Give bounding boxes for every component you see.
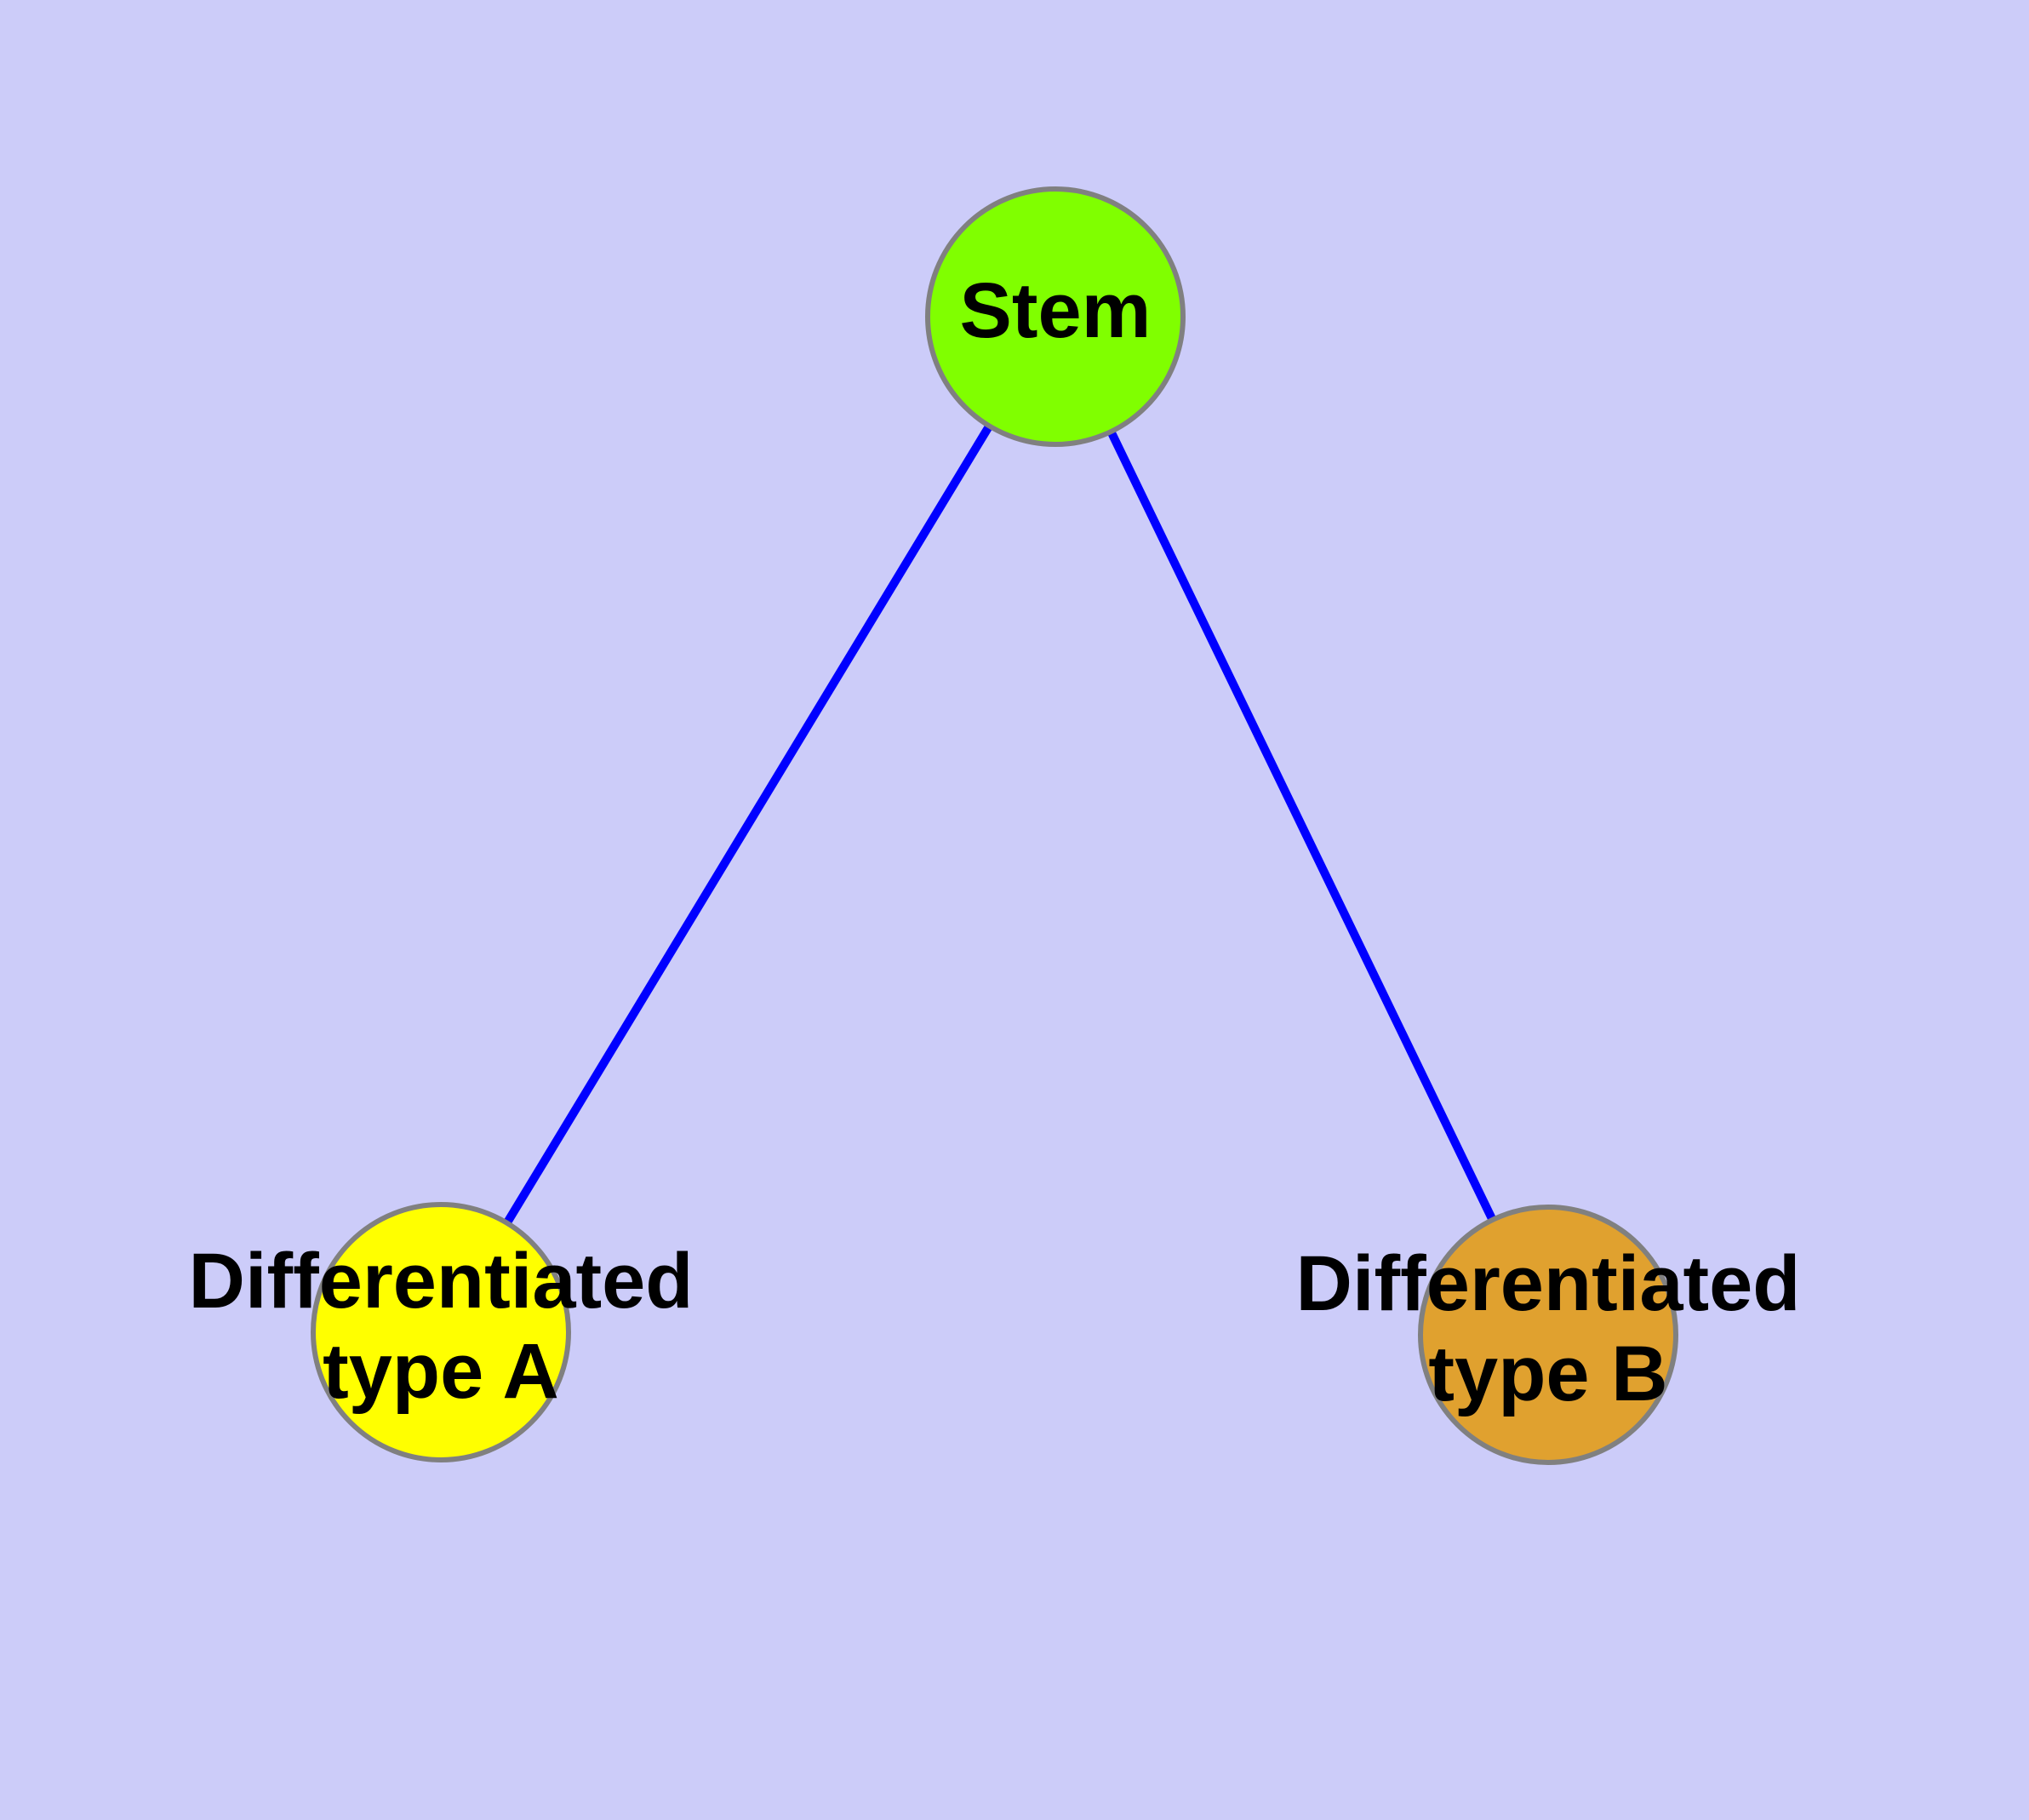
node-diff-b[interactable] — [1418, 1205, 1678, 1465]
node-label-stem: Stem — [960, 267, 1152, 354]
node-stem[interactable] — [925, 186, 1186, 447]
edge-stem-to-diff-b — [1106, 426, 1498, 1225]
node-label-line: Differentiated — [189, 1238, 694, 1325]
node-label-line: type A — [323, 1328, 559, 1415]
node-label-line: type B — [1428, 1331, 1667, 1417]
node-label-line: Differentiated — [1296, 1240, 1801, 1327]
edge-stem-to-diff-a — [501, 421, 995, 1228]
node-diff-a[interactable] — [311, 1202, 571, 1462]
nodes-group — [311, 186, 1678, 1465]
edges-group — [501, 421, 1498, 1228]
node-label-line: Stem — [960, 267, 1152, 354]
